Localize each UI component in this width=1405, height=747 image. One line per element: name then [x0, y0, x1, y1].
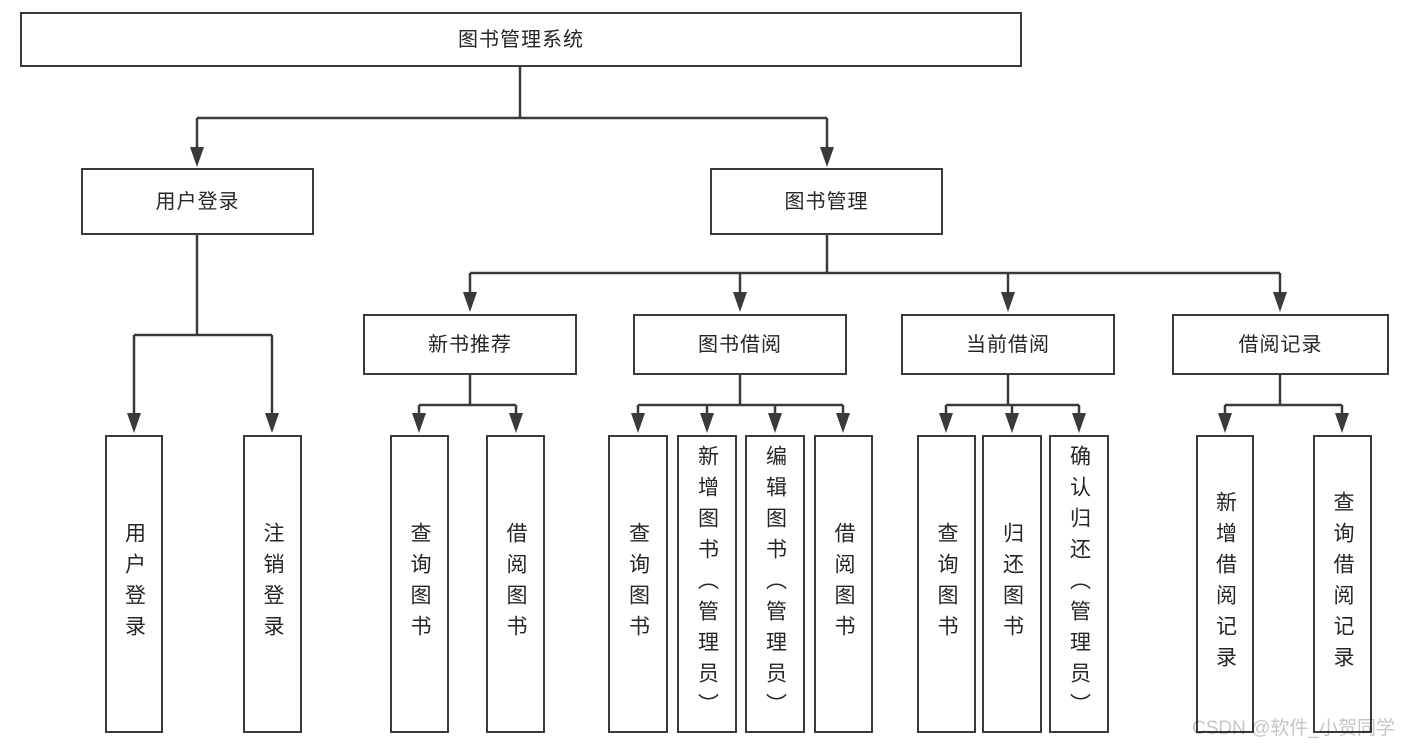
node-label: 当前借阅 — [966, 333, 1050, 356]
leaf-edit-book-admin: 编辑图书（管理员） — [745, 435, 805, 733]
leaf-label: 新增图书（管理员） — [695, 444, 719, 724]
leaf-add-book-admin: 新增图书（管理员） — [677, 435, 737, 733]
leaf-label: 注销登录 — [261, 522, 284, 646]
leaf-label: 归还图书 — [1000, 522, 1024, 646]
node-label: 图书借阅 — [698, 333, 782, 356]
leaf-borrow-books-borrowing: 借阅图书 — [814, 435, 873, 733]
leaf-query-books-recommend: 查询图书 — [390, 435, 449, 733]
leaf-logout: 注销登录 — [243, 435, 302, 733]
leaf-return-books: 归还图书 — [982, 435, 1042, 733]
leaf-label: 查询图书 — [935, 522, 958, 646]
node-borrowing-records: 借阅记录 — [1172, 314, 1389, 375]
leaf-label: 查询图书 — [626, 522, 650, 646]
node-user-login: 用户登录 — [81, 168, 314, 235]
leaf-query-books-borrowing: 查询图书 — [608, 435, 668, 733]
node-label: 新书推荐 — [428, 333, 512, 356]
leaf-borrow-books-recommend: 借阅图书 — [486, 435, 545, 733]
watermark: CSDN @软件_小贺同学 — [1192, 718, 1395, 739]
leaf-label: 新增借阅记录 — [1213, 491, 1237, 677]
leaf-user-login: 用户登录 — [105, 435, 163, 733]
leaf-label: 借阅图书 — [504, 522, 527, 646]
leaf-confirm-return-admin: 确认归还（管理员） — [1049, 435, 1109, 733]
node-new-book-recommend: 新书推荐 — [363, 314, 577, 375]
node-book-management: 图书管理 — [710, 168, 943, 235]
leaf-label: 用户登录 — [122, 522, 146, 646]
node-library-system: 图书管理系统 — [20, 12, 1022, 67]
leaf-label: 查询图书 — [408, 522, 431, 646]
leaf-label: 借阅图书 — [832, 522, 855, 646]
node-label: 图书管理系统 — [458, 28, 584, 51]
leaf-query-books-current: 查询图书 — [917, 435, 976, 733]
node-book-borrowing: 图书借阅 — [633, 314, 847, 375]
leaf-label: 确认归还（管理员） — [1067, 444, 1091, 724]
leaf-label: 查询借阅记录 — [1331, 491, 1354, 677]
leaf-query-borrow-record: 查询借阅记录 — [1313, 435, 1372, 733]
node-current-borrowing: 当前借阅 — [901, 314, 1115, 375]
node-label: 图书管理 — [784, 190, 869, 213]
leaf-add-borrow-record: 新增借阅记录 — [1196, 435, 1254, 733]
node-label: 借阅记录 — [1238, 333, 1323, 356]
leaf-label: 编辑图书（管理员） — [763, 444, 787, 724]
node-label: 用户登录 — [155, 190, 240, 213]
